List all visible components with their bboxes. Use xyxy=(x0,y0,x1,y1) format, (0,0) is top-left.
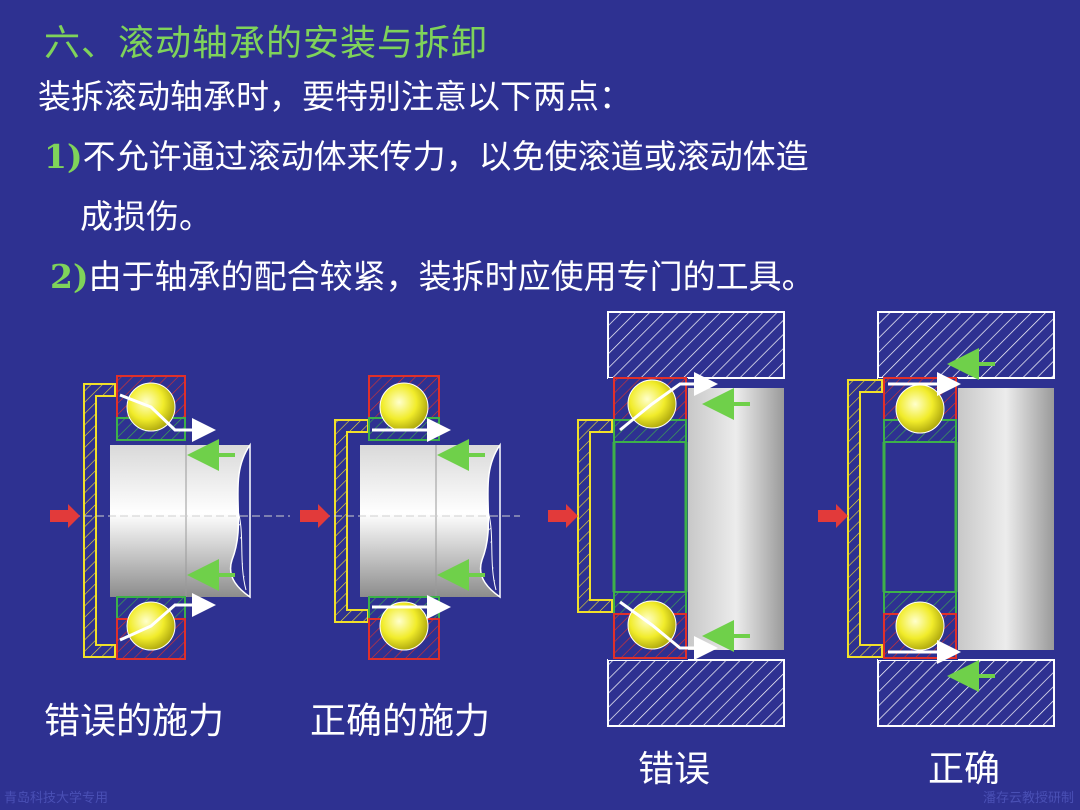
figure-correct-force xyxy=(300,375,520,660)
point-2-text: 由于轴承的配合较紧，装拆时应使用专门的工具。 xyxy=(88,257,815,296)
force-arrow xyxy=(300,504,330,528)
housing-top xyxy=(607,311,785,379)
force-arrow xyxy=(818,504,848,528)
watermark-right: 潘存云教授研制 xyxy=(982,791,1074,806)
intro-text: 装拆滚动轴承时，要特别注意以下两点： xyxy=(38,77,632,116)
puller xyxy=(847,379,883,658)
ball-bottom xyxy=(895,601,945,651)
housing-bottom xyxy=(877,659,1055,727)
puller xyxy=(83,383,116,658)
puller xyxy=(577,419,613,613)
housing-bore xyxy=(688,388,784,650)
caption-wrong: 错误 xyxy=(638,749,711,790)
force-arrow xyxy=(50,504,80,528)
ball-top xyxy=(895,384,945,434)
caption-correct: 正确 xyxy=(928,749,1001,790)
caption-correct-force: 正确的施力 xyxy=(310,701,491,742)
point-2-number: 2) xyxy=(50,257,89,296)
housing-bottom xyxy=(607,659,785,727)
point-1-text: 不允许通过滚动体来传力，以免使滚道或滚动体造 xyxy=(82,137,809,176)
ball-bottom xyxy=(379,601,429,651)
figure-wrong-housing xyxy=(548,311,785,727)
point-1-number: 1) xyxy=(44,137,83,176)
caption-wrong-force: 错误的施力 xyxy=(44,701,225,742)
housing-top xyxy=(877,311,1055,379)
force-arrow xyxy=(548,504,578,528)
housing-bore xyxy=(958,388,1054,650)
shaft xyxy=(110,445,250,597)
point-1: 1)不允许通过滚动体来传力，以免使滚道或滚动体造 xyxy=(44,130,809,178)
figure-wrong-force xyxy=(50,375,290,660)
ball-top xyxy=(379,382,429,432)
slide-title: 六、滚动轴承的安装与拆卸 xyxy=(44,23,489,64)
shaft xyxy=(360,445,500,597)
watermark-left: 青岛科技大学专用 xyxy=(4,791,109,806)
point-1-continuation: 成损伤。 xyxy=(80,197,212,236)
point-2: 2)由于轴承的配合较紧，装拆时应使用专门的工具。 xyxy=(50,250,815,298)
figure-correct-housing xyxy=(818,311,1055,727)
